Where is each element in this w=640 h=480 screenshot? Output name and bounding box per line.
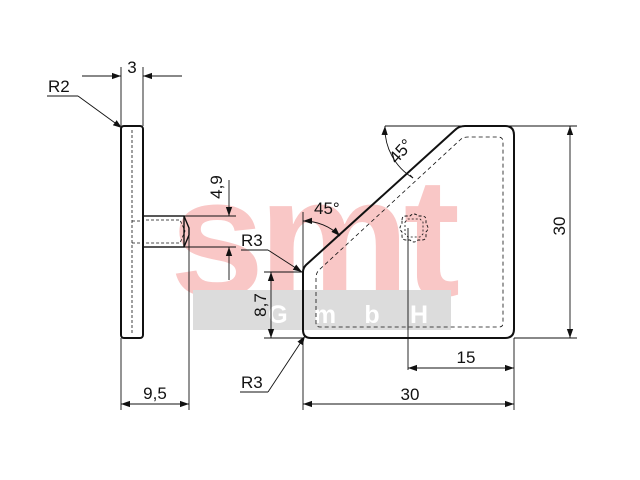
dim-width: 30 [302, 338, 514, 410]
dim-thickness: 3 [82, 58, 182, 126]
width-label: 30 [401, 385, 420, 404]
side-pin-tip [183, 215, 190, 248]
pin-height-label: 4,9 [207, 175, 226, 199]
dim-corner-radius: R2 [47, 77, 123, 129]
leader-arrow [267, 249, 303, 273]
outer-radius-label: R3 [241, 373, 263, 392]
angle-arc [381, 125, 414, 179]
side-pin-hidden-line [146, 219, 186, 244]
leader-arrow [267, 335, 306, 393]
edge-height-label: 8,7 [251, 293, 270, 317]
inner-radius-label: R3 [241, 231, 263, 250]
chamfer-angle-inner-label: 45° [314, 199, 340, 218]
side-view: 3 R2 4,9 9,5 [47, 58, 236, 410]
dim-pin-height: 4,9 [184, 175, 236, 280]
corner-radius-label: R2 [48, 77, 70, 96]
thickness-label: 3 [127, 58, 136, 77]
watermark-letter-b: b [364, 301, 379, 329]
dim-outer-radius: R3 [240, 335, 306, 393]
front-plate-outline [302, 125, 515, 339]
dim-total-depth: 9,5 [120, 235, 190, 410]
dim-hole-offset: 15 [408, 338, 515, 410]
pin-hole-outer [399, 213, 429, 243]
pin-hole-symbol [399, 213, 429, 370]
side-pin-root-hidden [132, 220, 143, 244]
watermark-letter-g: G [268, 301, 287, 329]
total-depth-label: 9,5 [143, 384, 167, 403]
angle-arc-start [409, 174, 414, 179]
side-pin [142, 215, 185, 248]
leader-arrow [77, 95, 123, 129]
height-label: 30 [550, 217, 569, 236]
watermark-letter-h: H [410, 301, 428, 329]
front-plate-hidden-line [315, 136, 504, 328]
dim-chamfer-angle-inner: 45° [302, 199, 341, 272]
dim-inner-radius: R3 [241, 231, 303, 273]
dim-edge-height: 8,7 [251, 271, 303, 339]
angle-arc [302, 217, 341, 237]
front-view: 45° 45° R3 8,7 R3 [240, 125, 577, 410]
watermark-letter-m: m [314, 301, 336, 329]
dim-height: 30 [505, 125, 577, 339]
hole-offset-label: 15 [457, 348, 476, 367]
pin-hole-inner [404, 218, 424, 238]
watermark: smt G m b H [170, 143, 465, 333]
